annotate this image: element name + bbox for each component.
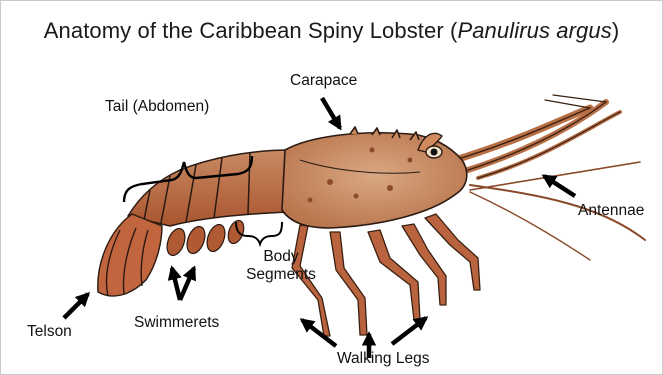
- label-walking-legs: Walking Legs: [337, 350, 429, 368]
- label-antennae: Antennae: [578, 202, 644, 220]
- label-body-segments-line1: Body: [246, 248, 316, 266]
- antennae-arrow: [544, 176, 575, 196]
- label-telson: Telson: [27, 323, 72, 341]
- walking-legs: [292, 214, 480, 336]
- tail-abdomen: [128, 150, 290, 230]
- carapace: [282, 127, 467, 228]
- swimmeret-arrow-right: [180, 268, 194, 300]
- walking-legs-arrow-left: [302, 320, 336, 346]
- label-body-segments-line2: Segments: [246, 266, 316, 284]
- label-tail-abdomen: Tail (Abdomen): [105, 98, 209, 116]
- carapace-arrow: [322, 98, 340, 128]
- walking-legs-arrow-right: [392, 318, 426, 344]
- telson: [98, 214, 162, 296]
- telson-arrow: [64, 294, 88, 318]
- label-body-segments: Body Segments: [246, 248, 316, 284]
- swimmeret-arrow-left: [172, 268, 180, 300]
- label-swimmerets: Swimmerets: [134, 314, 219, 332]
- label-carapace: Carapace: [290, 72, 357, 90]
